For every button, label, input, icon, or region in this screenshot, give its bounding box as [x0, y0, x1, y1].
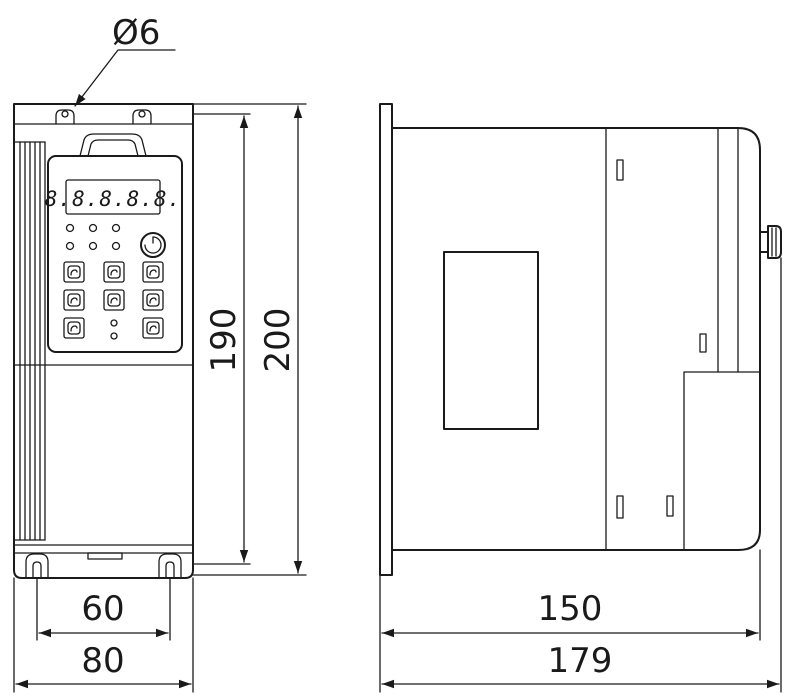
side-body-outline	[391, 127, 761, 551]
mounting-flange	[379, 103, 393, 576]
label-plate	[443, 251, 539, 430]
top-mounting-slot-right	[132, 109, 152, 125]
dim-label-190: 190	[204, 308, 244, 373]
side-view	[379, 103, 782, 576]
led-display	[65, 179, 161, 215]
hole-diameter-label: Ø6	[112, 13, 160, 53]
bottom-mounting-slot-right	[158, 553, 182, 579]
dim-label-179: 179	[548, 641, 613, 681]
front-body-outline	[13, 103, 194, 579]
dim-label-200: 200	[258, 308, 298, 373]
vent-slots	[616, 159, 707, 519]
hole-leader-line	[74, 49, 176, 107]
dim-label-60: 60	[81, 589, 124, 629]
display-digits: 8.8.8.8.8.	[45, 187, 181, 211]
side-knob-icon	[759, 225, 782, 259]
potentiometer-knob-icon	[140, 232, 166, 258]
dimension-lines: Ø6 190 200 60 80 150 179	[13, 13, 782, 693]
cable-entry-slot	[87, 552, 123, 560]
top-mounting-slot-left	[55, 109, 75, 125]
bottom-mounting-slot-left	[25, 553, 49, 579]
dim-label-80: 80	[81, 641, 124, 681]
front-view: 8.8.8.8.8.	[13, 103, 194, 579]
keypad-keys	[63, 261, 164, 340]
indicator-leds	[65, 223, 121, 251]
heatsink-fins	[13, 141, 46, 541]
keypad-panel	[47, 155, 183, 353]
keypad-handle	[79, 133, 147, 157]
dim-label-150: 150	[538, 589, 603, 629]
